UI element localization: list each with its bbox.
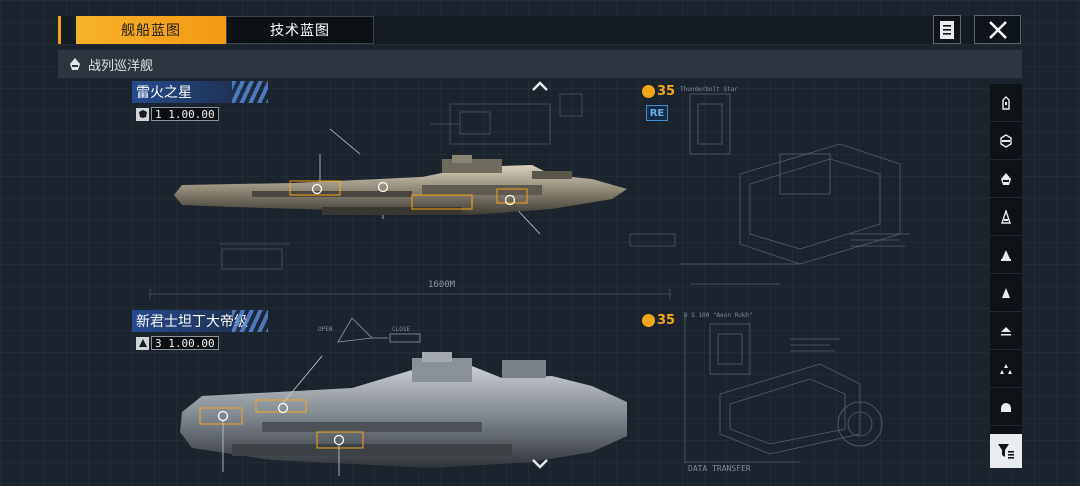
destroyer-icon — [1001, 249, 1011, 261]
ship-1-ratio: 1 1.00.00 — [136, 107, 219, 121]
filter-battlecruiser-button[interactable] — [990, 160, 1022, 198]
frigate-icon — [1002, 287, 1010, 298]
ratio-prefix: 3 — [155, 336, 162, 350]
ratio-value: 1.00.00 — [168, 107, 215, 121]
fighter-group-icon — [1000, 363, 1012, 374]
ship-1-model[interactable] — [172, 155, 632, 230]
ship-card-2-title[interactable]: 新君士坦丁大帝级 — [132, 310, 268, 332]
category-bar: 战列巡洋舰 — [58, 50, 1022, 78]
filter-dome-button[interactable] — [990, 388, 1022, 426]
cost-value: 35 — [657, 313, 676, 328]
ship-1-blueprint-lines — [149, 93, 676, 299]
ship-2-model[interactable] — [172, 352, 632, 478]
filter-cruiser-button[interactable] — [990, 198, 1022, 236]
tab-bar-accent — [58, 16, 61, 44]
cruiser-icon — [1001, 209, 1011, 224]
battlecruiser-icon — [1001, 172, 1011, 185]
re-badge: RE — [646, 105, 668, 121]
dome-icon — [1001, 402, 1011, 412]
document-icon — [940, 20, 954, 39]
ratio-value: 1.00.00 — [168, 336, 215, 350]
cost-value: 35 — [657, 84, 676, 99]
blueprint-label-2: D S 100 "Aeon Rukh" — [684, 312, 753, 319]
coin-icon — [642, 314, 655, 327]
ship-name: 新君士坦丁大帝级 — [136, 314, 248, 330]
tab-tech-blueprint[interactable]: 技术蓝图 — [226, 16, 374, 44]
scroll-up-icon[interactable] — [531, 80, 549, 92]
filter-fighter-group-button[interactable] — [990, 350, 1022, 388]
hatch-diagram — [337, 317, 421, 343]
battlecruiser-icon — [136, 336, 149, 350]
data-transfer-label: DATA TRANSFER — [688, 464, 751, 473]
ship-2-ratio: 3 1.00.00 — [136, 336, 219, 350]
document-button[interactable] — [933, 15, 961, 44]
scroll-down-icon[interactable] — [531, 458, 549, 470]
blueprint-label-1: Thunderbolt Star — [680, 86, 738, 93]
filter-corvette-button[interactable] — [990, 312, 1022, 350]
open-label: OPEN — [318, 326, 333, 333]
category-label: 战列巡洋舰 — [88, 58, 154, 74]
shield-icon — [136, 107, 149, 121]
coin-icon — [642, 85, 655, 98]
close-label: CLOSE — [392, 326, 411, 333]
filter-icon — [998, 444, 1014, 459]
close-button[interactable] — [974, 15, 1021, 44]
ship-name: 雷火之星 — [136, 85, 192, 101]
filter-carrier-button[interactable] — [990, 122, 1022, 160]
station-icon — [1002, 95, 1010, 110]
ship-card-1-title[interactable]: 雷火之星 — [132, 81, 268, 103]
carrier-icon — [1000, 133, 1012, 148]
filter-frigate-button[interactable] — [990, 274, 1022, 312]
blueprint-schematics — [680, 93, 910, 464]
ratio-prefix: 1 — [155, 107, 162, 121]
ship-class-icon — [70, 58, 80, 70]
ship-2-cost: 35 — [642, 313, 675, 328]
filter-station-button[interactable] — [990, 84, 1022, 122]
close-icon — [988, 20, 1007, 39]
corvette-icon — [1001, 326, 1011, 335]
filter-toggle-button[interactable] — [990, 434, 1022, 468]
ship-1-cost: 35 — [642, 84, 675, 99]
tab-ship-blueprint[interactable]: 舰船蓝图 — [76, 16, 226, 44]
filter-destroyer-button[interactable] — [990, 236, 1022, 274]
scale-label: 1600M — [428, 280, 456, 290]
